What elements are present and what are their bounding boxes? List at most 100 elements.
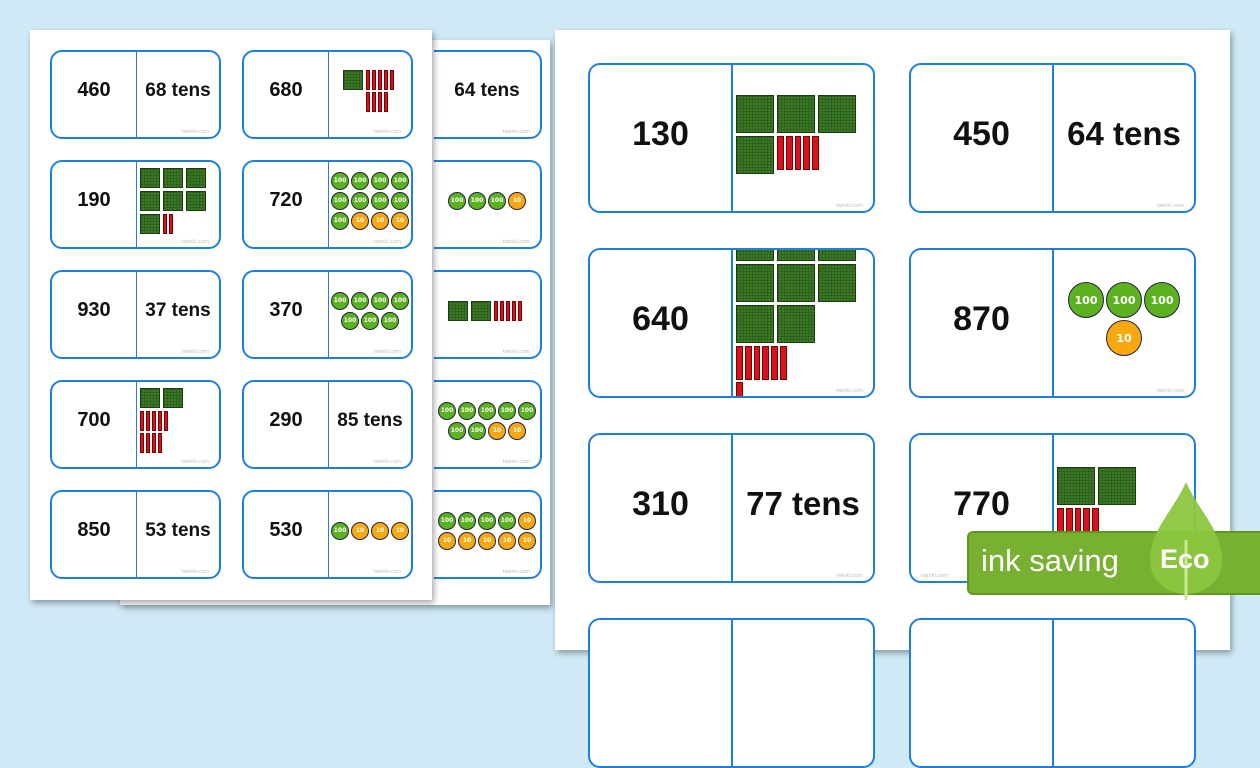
ten-rods bbox=[163, 213, 195, 234]
hundred-counter: 100 bbox=[498, 401, 516, 420]
domino-left-half: 450 bbox=[911, 65, 1054, 211]
domino-right-half bbox=[733, 65, 873, 211]
ten-counter: 10 bbox=[1106, 320, 1142, 356]
watermark: twinkl.com bbox=[373, 239, 401, 245]
domino-value: 37 tens bbox=[145, 299, 211, 321]
hundred-square bbox=[777, 94, 815, 133]
ten-rod bbox=[506, 300, 510, 321]
domino-left-half: 130 bbox=[590, 65, 733, 211]
hundred-counter: 100 bbox=[351, 171, 369, 190]
ten-rod bbox=[777, 135, 784, 170]
ten-rod bbox=[494, 300, 498, 321]
domino-value: 720 bbox=[269, 189, 303, 211]
ten-counter: 10 bbox=[371, 211, 389, 230]
ten-counter: 10 bbox=[498, 531, 516, 550]
hundred-square bbox=[1057, 466, 1095, 505]
watermark: twinkl.com bbox=[502, 129, 530, 135]
ten-rods bbox=[736, 345, 790, 396]
hundred-counter: 100 bbox=[331, 171, 349, 190]
hundred-counter: 100 bbox=[381, 311, 399, 330]
ten-rod bbox=[744, 345, 752, 380]
domino-right-half: 53 tens bbox=[137, 492, 219, 577]
watermark: twinkl.com bbox=[181, 129, 209, 135]
ten-counter: 10 bbox=[458, 531, 476, 550]
ten-rod bbox=[140, 433, 144, 453]
domino-left-half: 680 bbox=[244, 52, 329, 137]
base-ten-blocks bbox=[137, 165, 219, 237]
domino-left-half: 640 bbox=[590, 250, 733, 396]
watermark: twinkl.com bbox=[835, 388, 863, 394]
ten-rod bbox=[383, 91, 388, 112]
hundred-counter: 100 bbox=[1068, 282, 1104, 318]
watermark: twinkl.com bbox=[502, 459, 530, 465]
ten-rod bbox=[163, 213, 167, 234]
base-ten-blocks bbox=[340, 67, 401, 115]
hundred-square bbox=[163, 167, 183, 188]
ten-rod bbox=[803, 135, 811, 170]
base-ten-blocks bbox=[733, 92, 873, 177]
ten-rod bbox=[365, 91, 370, 112]
hundred-square bbox=[448, 300, 468, 321]
hundred-square bbox=[736, 263, 774, 302]
watermark: twinkl.com bbox=[921, 573, 949, 579]
hundred-counter: 100 bbox=[448, 421, 466, 440]
ten-rod bbox=[158, 411, 162, 431]
domino-left-half: 870 bbox=[911, 250, 1054, 396]
watermark: twinkl.com bbox=[502, 239, 530, 245]
domino-value: 700 bbox=[77, 409, 111, 431]
ten-rod bbox=[169, 213, 173, 234]
eco-label: Eco bbox=[1160, 544, 1210, 574]
domino-left-half: 720 bbox=[244, 162, 329, 247]
domino-left-half: 190 bbox=[52, 162, 137, 247]
domino-value: 770 bbox=[953, 484, 1010, 523]
hundred-counter: 100 bbox=[351, 191, 369, 210]
hundred-counter: 100 bbox=[478, 401, 496, 420]
ten-counter: 10 bbox=[518, 511, 536, 530]
hundred-square bbox=[736, 94, 774, 133]
domino-value: 85 tens bbox=[337, 409, 403, 431]
hundred-counter: 100 bbox=[468, 191, 486, 210]
domino-right-half bbox=[137, 162, 219, 247]
domino-right-half bbox=[1054, 435, 1194, 581]
domino-left-half: 310 bbox=[590, 435, 733, 581]
domino-value: 370 bbox=[269, 299, 303, 321]
domino-left-half: 290 bbox=[244, 382, 329, 467]
ten-rods bbox=[140, 411, 172, 453]
ten-rod bbox=[785, 135, 793, 170]
hundred-square bbox=[186, 167, 206, 188]
hundred-counter: 100 bbox=[331, 211, 349, 230]
ten-rod bbox=[146, 411, 150, 431]
watermark: twinkl.com bbox=[502, 349, 530, 355]
domino-value: 190 bbox=[77, 189, 111, 211]
hundred-square bbox=[140, 213, 160, 234]
watermark: twinkl.com bbox=[835, 573, 863, 579]
ten-counter: 10 bbox=[518, 531, 536, 550]
ten-counter: 10 bbox=[478, 531, 496, 550]
watermark: twinkl.com bbox=[181, 239, 209, 245]
hundred-counter: 100 bbox=[478, 511, 496, 530]
domino-value: 460 bbox=[77, 79, 111, 101]
domino-right-half bbox=[329, 52, 411, 137]
ten-rod bbox=[512, 300, 516, 321]
watermark: twinkl.com bbox=[181, 349, 209, 355]
domino-right-half: 37 tens bbox=[137, 272, 219, 357]
hundred-counter: 100 bbox=[458, 511, 476, 530]
hundred-square bbox=[818, 94, 856, 133]
watermark: twinkl.com bbox=[181, 569, 209, 575]
domino-value: 640 bbox=[632, 299, 689, 338]
domino-value: 450 bbox=[953, 114, 1010, 153]
hundred-square bbox=[163, 190, 183, 211]
